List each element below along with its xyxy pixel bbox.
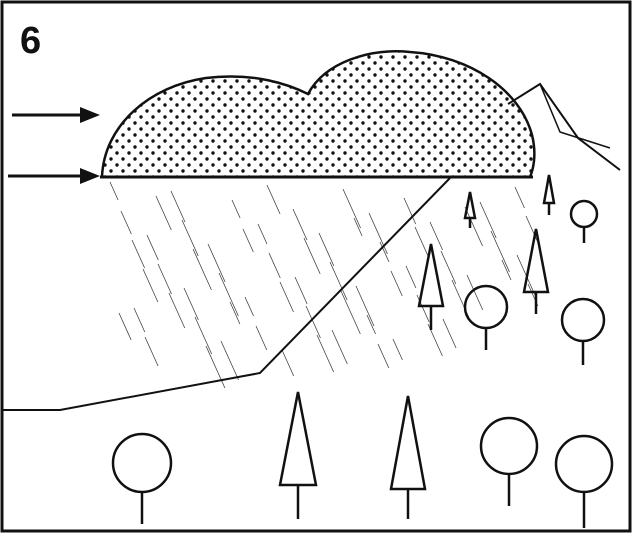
conifer-tree-icon [522, 228, 550, 314]
rain-streak [181, 219, 199, 257]
rain-streak [392, 338, 403, 361]
rain-streak [303, 237, 321, 275]
rain-streak [318, 232, 335, 267]
round-tree-icon [560, 297, 606, 365]
rain-streak [118, 312, 132, 341]
rain-streak [442, 318, 457, 349]
trees-group [111, 174, 614, 528]
rain-streak [294, 276, 308, 305]
panel-number: 6 [20, 20, 42, 62]
rain-streak [279, 281, 294, 313]
rain-streak [146, 234, 159, 261]
rain-streaks [109, 181, 539, 389]
rain-streak [255, 325, 268, 351]
conifer-tree-icon [542, 174, 556, 215]
rain-streak [405, 265, 417, 289]
mountain-ridge [539, 83, 611, 149]
rain-streak [342, 188, 361, 229]
round-tree-icon [554, 434, 614, 528]
rain-streak [144, 336, 159, 367]
rain-streak [192, 248, 212, 291]
rain-streak [329, 261, 348, 301]
conifer-tree-icon [278, 391, 318, 519]
rain-streak [120, 210, 132, 235]
rain-streak [379, 241, 390, 263]
rain-streak [133, 307, 146, 333]
rain-streak [207, 243, 226, 283]
rain-streak [244, 296, 254, 317]
rain-streak [142, 268, 159, 303]
rain-streak [257, 223, 268, 245]
rain-streak [366, 314, 376, 335]
rain-streak [479, 201, 497, 239]
wind-arrow-upper [12, 107, 100, 123]
rain-streak [440, 250, 457, 285]
rain-streak [266, 184, 281, 215]
rain-streak [390, 270, 403, 297]
wind-arrow-lower [8, 168, 100, 184]
rain-streak [170, 190, 186, 223]
rain-streak [429, 221, 443, 251]
rain-streak [281, 349, 295, 377]
rain-streak [353, 217, 363, 237]
rain-streak [155, 195, 172, 231]
rain-streak [501, 259, 512, 281]
rain-streak [355, 285, 375, 327]
rain-streak [340, 290, 361, 335]
round-tree-icon [111, 432, 173, 524]
round-tree-icon [479, 416, 539, 506]
rain-streak [414, 226, 430, 259]
round-tree-icon [569, 199, 599, 243]
rain-streak [168, 292, 186, 329]
rain-streak [316, 334, 335, 373]
rain-streak [218, 272, 239, 317]
rain-streak [131, 239, 145, 269]
rain-streak [368, 212, 388, 255]
rain-streak [490, 230, 510, 273]
rain-streak [416, 294, 430, 323]
mountain-peak [507, 82, 621, 171]
rain-streak [292, 208, 308, 241]
rain-streak [231, 199, 241, 219]
rain-streak [183, 287, 199, 321]
rain-streak [464, 206, 483, 247]
rain-streak [403, 197, 417, 225]
conifer-tree-icon [463, 191, 477, 228]
rain-streak [331, 329, 348, 365]
rain-streak [220, 340, 239, 381]
rain-streak [229, 301, 241, 325]
rain-streak [377, 343, 390, 369]
rain-streak [109, 181, 119, 201]
rain-streak [157, 263, 172, 295]
ground-slope-line [2, 177, 451, 411]
rain-cloud [100, 50, 536, 179]
rain-streak [194, 316, 213, 355]
rain-streak [268, 252, 281, 279]
rain-streak [514, 186, 525, 209]
rain-streak [242, 228, 254, 253]
round-tree-icon [463, 284, 509, 350]
rain-streak [525, 215, 539, 243]
conifer-tree-icon [417, 243, 445, 330]
rain-streak [466, 274, 484, 311]
conifer-tree-icon [389, 395, 427, 519]
rain-streak [305, 305, 321, 339]
